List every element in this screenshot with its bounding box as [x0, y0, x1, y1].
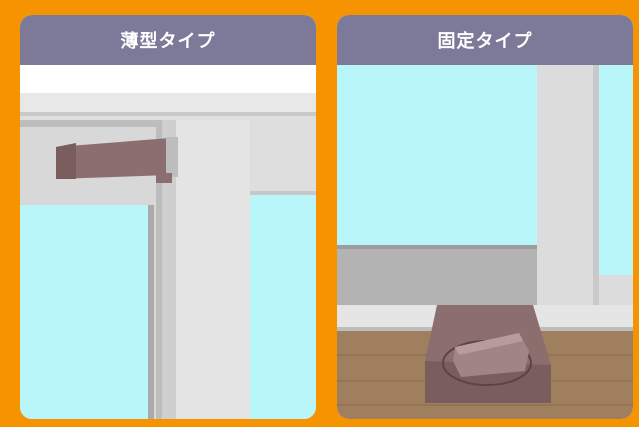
fixed-type-title: 固定タイプ — [437, 31, 533, 52]
thin-type-title: 薄型タイプ — [120, 31, 216, 52]
fixed-type-panel: 固定タイプ — [337, 15, 633, 419]
thin-type-header: 薄型タイプ — [20, 15, 316, 65]
thin-door-closer-illustration — [20, 65, 316, 419]
thin-type-panel: 薄型タイプ — [20, 15, 316, 419]
fixed-type-header: 固定タイプ — [337, 15, 633, 65]
fixed-door-stopper-illustration — [337, 65, 633, 419]
